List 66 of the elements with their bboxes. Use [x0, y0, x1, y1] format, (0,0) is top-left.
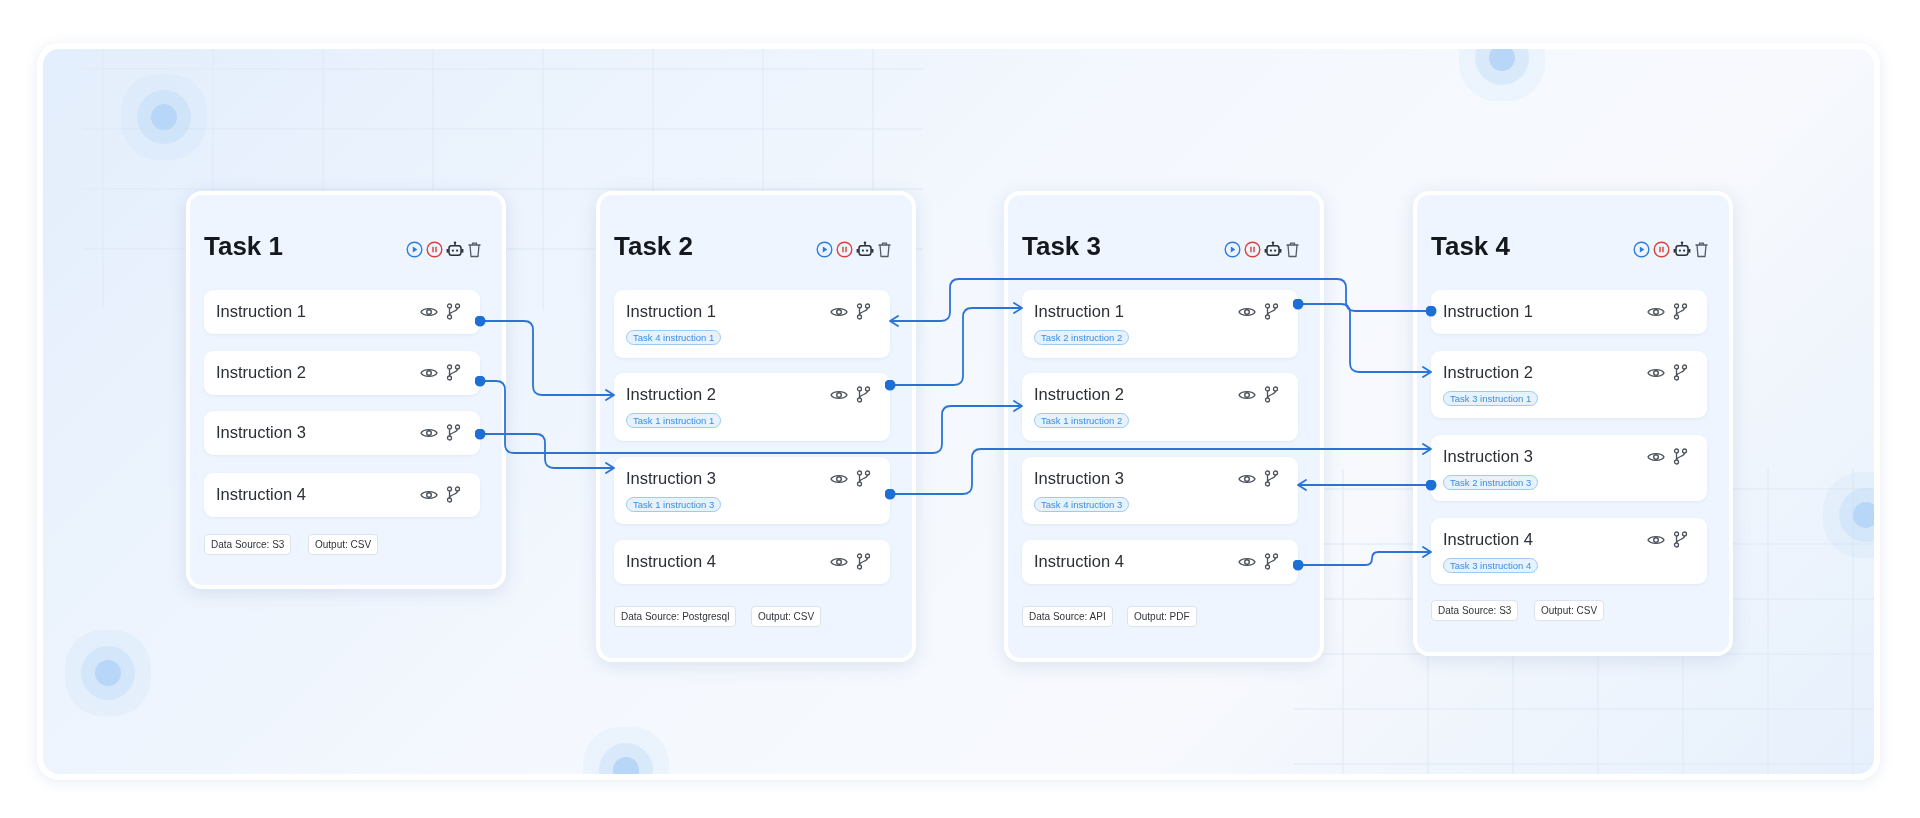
connector-arrow [884, 302, 1023, 391]
instruction-title: Instruction 3 [626, 469, 716, 488]
instruction-title: Instruction 2 [1443, 363, 1533, 382]
instruction-card [614, 540, 890, 584]
instruction-title: Instruction 1 [626, 302, 716, 321]
instruction-title: Instruction 3 [216, 423, 306, 442]
link-chip: Task 2 instruction 3 [1443, 475, 1539, 490]
instruction-title: Instruction 1 [1443, 302, 1533, 321]
task-card [1413, 191, 1733, 656]
link-chip: Task 4 instruction 3 [1034, 497, 1130, 512]
connector-arrow [474, 428, 615, 474]
link-chip: Task 3 instruction 1 [1443, 391, 1539, 406]
instruction-title: Instruction 4 [626, 552, 716, 571]
instruction-card [614, 373, 890, 441]
instruction-card [204, 290, 480, 334]
instruction-title: Instruction 2 [626, 385, 716, 404]
connector-arrow [1297, 479, 1437, 491]
connector-arrow [1292, 298, 1432, 378]
connector-arrow [474, 315, 615, 401]
tag-label: Output: CSV [751, 606, 822, 627]
instruction-card [1431, 435, 1707, 501]
instruction-title: Instruction 2 [216, 363, 306, 382]
instruction-card [1022, 373, 1298, 441]
instruction-card [204, 351, 480, 395]
task-title: Task 3 [1022, 231, 1101, 262]
instruction-card [614, 457, 890, 524]
link-chip: Task 1 instruction 2 [1034, 413, 1130, 428]
task-title: Task 4 [1431, 231, 1510, 262]
instruction-card [1022, 457, 1298, 524]
instruction-title: Instruction 4 [1443, 530, 1533, 549]
link-chip: Task 1 instruction 3 [626, 497, 722, 512]
connector-arrow [884, 443, 1432, 500]
link-chip: Task 4 instruction 1 [626, 330, 722, 345]
task-card [1004, 191, 1324, 662]
task-title: Task 1 [204, 231, 283, 262]
instruction-card [1431, 290, 1707, 334]
tag-label: Data Source: S3 [204, 534, 292, 555]
instruction-title: Instruction 2 [1034, 385, 1124, 404]
tag-label: Data Source: API [1022, 606, 1113, 627]
instruction-card [1431, 518, 1707, 584]
instruction-title: Instruction 1 [1034, 302, 1124, 321]
tag-label: Data Source: S3 [1431, 600, 1519, 621]
instruction-card [204, 473, 480, 517]
instruction-card [1022, 290, 1298, 358]
task-title: Task 2 [614, 231, 693, 262]
instruction-title: Instruction 3 [1034, 469, 1124, 488]
connector-arrow [889, 278, 1437, 327]
connector-arrow [474, 375, 1023, 454]
task-card [186, 191, 506, 589]
connector-arrow [1292, 546, 1432, 571]
instruction-card [614, 290, 890, 358]
tag-label: Output: CSV [1534, 600, 1605, 621]
link-chip: Task 3 instruction 4 [1443, 558, 1539, 573]
tag-label: Data Source: Postgresql [614, 606, 737, 627]
instruction-title: Instruction 3 [1443, 447, 1533, 466]
instruction-card [204, 411, 480, 455]
tag-label: Output: CSV [308, 534, 379, 555]
instruction-card [1022, 540, 1298, 584]
link-chip: Task 1 instruction 1 [626, 413, 722, 428]
link-chip: Task 2 instruction 2 [1034, 330, 1130, 345]
task-card [596, 191, 916, 662]
instruction-title: Instruction 1 [216, 302, 306, 321]
instruction-title: Instruction 4 [1034, 552, 1124, 571]
tag-label: Output: PDF [1127, 606, 1197, 627]
instruction-title: Instruction 4 [216, 485, 306, 504]
instruction-card [1431, 351, 1707, 418]
